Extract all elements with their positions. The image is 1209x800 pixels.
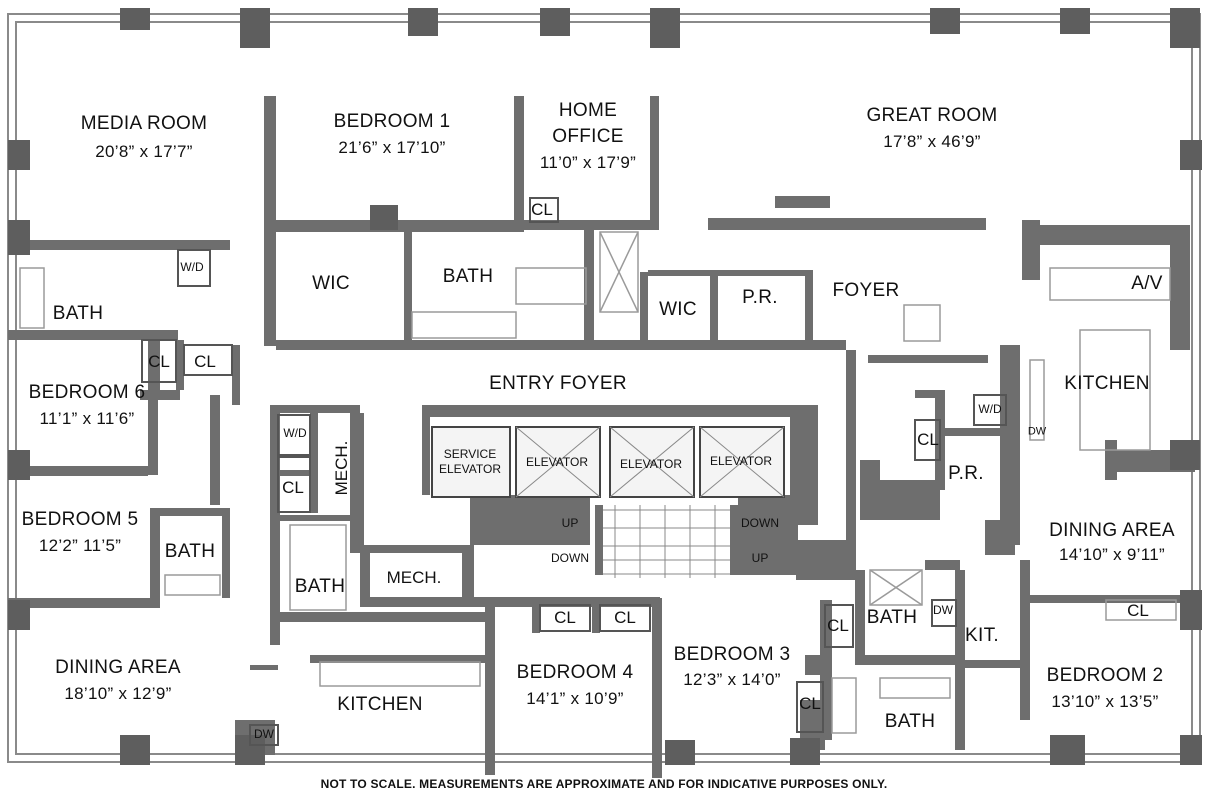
wic-label-bedroom-1: WIC (312, 273, 350, 295)
stair-up-label: UP (751, 551, 769, 566)
dining-area-west-dims: 18’10” x 12’9” (64, 684, 172, 704)
stair-down-label: DOWN (741, 516, 779, 531)
powder-room-label-east: P.R. (948, 463, 984, 485)
dining-area-east-dims: 14’10” x 9’11” (1059, 545, 1165, 565)
bath-label-bedroom-2: BATH (884, 711, 936, 733)
media-room-name: MEDIA ROOM (80, 113, 208, 135)
bath-label-bedroom-5: BATH (164, 541, 216, 563)
dishwasher-label: DW (254, 727, 274, 742)
wic-label-office: WIC (659, 299, 697, 321)
bedroom-4-name: BEDROOM 4 (516, 662, 634, 684)
closet-label: CL (554, 608, 576, 628)
home-office-dims: 11’0” x 17’9” (539, 153, 637, 173)
washer-dryer-label: W/D (180, 260, 204, 275)
bath-label-bedroom-1: BATH (442, 266, 494, 288)
service-elevator-label-line2: ELEVATOR (438, 462, 502, 477)
elevator-label: ELEVATOR (709, 454, 773, 469)
home-office-name-line2: OFFICE (552, 126, 624, 148)
mech-label: MECH. (386, 568, 442, 588)
structural-columns (8, 8, 1202, 765)
kit-label: KIT. (965, 625, 999, 647)
interior-walls (8, 96, 1195, 778)
closet-label: CL (614, 608, 636, 628)
bedroom-2-dims: 13’10” x 13’5” (1051, 692, 1159, 712)
closet-label: CL (917, 430, 939, 450)
bedroom-5-dims: 12’2” 11’5” (38, 536, 122, 556)
kitchen-label-west: KITCHEN (337, 694, 423, 716)
exterior-outline (7, 13, 1201, 763)
av-label: A/V (1131, 273, 1163, 295)
elevator-label: ELEVATOR (525, 455, 589, 470)
entry-foyer-label: ENTRY FOYER (489, 373, 627, 395)
powder-room-label-north: P.R. (742, 287, 778, 309)
stair-down-label: DOWN (551, 551, 589, 566)
media-room-dims: 20’8” x 17’7” (95, 142, 193, 162)
bath-label-core: BATH (294, 576, 346, 598)
staircase (603, 505, 730, 578)
great-room-dims: 17’8” x 46’9” (883, 132, 981, 152)
bedroom-6-name: BEDROOM 6 (28, 382, 146, 404)
closet-label: CL (531, 200, 553, 220)
bedroom-3-dims: 12’3” x 14’0” (683, 670, 781, 690)
bedroom-4-dims: 14’1” x 10’9” (526, 689, 624, 709)
bedroom-1-dims: 21’6” x 17’10” (338, 138, 446, 158)
closet-label: CL (1127, 601, 1149, 621)
elevator-crosses (515, 426, 785, 498)
foyer-label: FOYER (832, 280, 900, 302)
dining-area-west-name: DINING AREA (55, 657, 181, 679)
disclaimer-note: NOT TO SCALE. MEASUREMENTS ARE APPROXIMA… (320, 777, 888, 791)
dining-area-east-name: DINING AREA (1049, 520, 1175, 542)
closet-label: CL (194, 352, 216, 372)
closet-label: CL (827, 616, 849, 636)
mech-label-vertical: MECH. (332, 440, 352, 496)
bedroom-6-dims: 11’1” x 11’6” (39, 409, 135, 429)
service-elevator-label-line1: SERVICE (443, 447, 497, 462)
washer-dryer-label: W/D (283, 426, 307, 441)
kitchen-label-east: KITCHEN (1064, 373, 1150, 395)
closet-label: CL (799, 694, 821, 714)
closet-label: CL (148, 352, 170, 372)
stair-up-label: UP (561, 516, 579, 531)
dishwasher-label: DW (933, 603, 953, 618)
elevator-label: ELEVATOR (619, 457, 683, 472)
dishwasher-label: DW (1027, 425, 1047, 438)
bedroom-5-name: BEDROOM 5 (21, 509, 139, 531)
fixtures (19, 231, 1177, 734)
bedroom-3-name: BEDROOM 3 (673, 644, 791, 666)
bedroom-1-name: BEDROOM 1 (333, 111, 451, 133)
closet-outlines (141, 197, 1007, 746)
great-room-name: GREAT ROOM (866, 105, 998, 127)
washer-dryer-label: W/D (978, 402, 1002, 417)
closet-label: CL (282, 478, 304, 498)
bath-label-bedroom-3: BATH (866, 607, 918, 629)
home-office-name-line1: HOME (558, 100, 618, 122)
bedroom-2-name: BEDROOM 2 (1046, 665, 1164, 687)
bath-label-media: BATH (52, 303, 104, 325)
